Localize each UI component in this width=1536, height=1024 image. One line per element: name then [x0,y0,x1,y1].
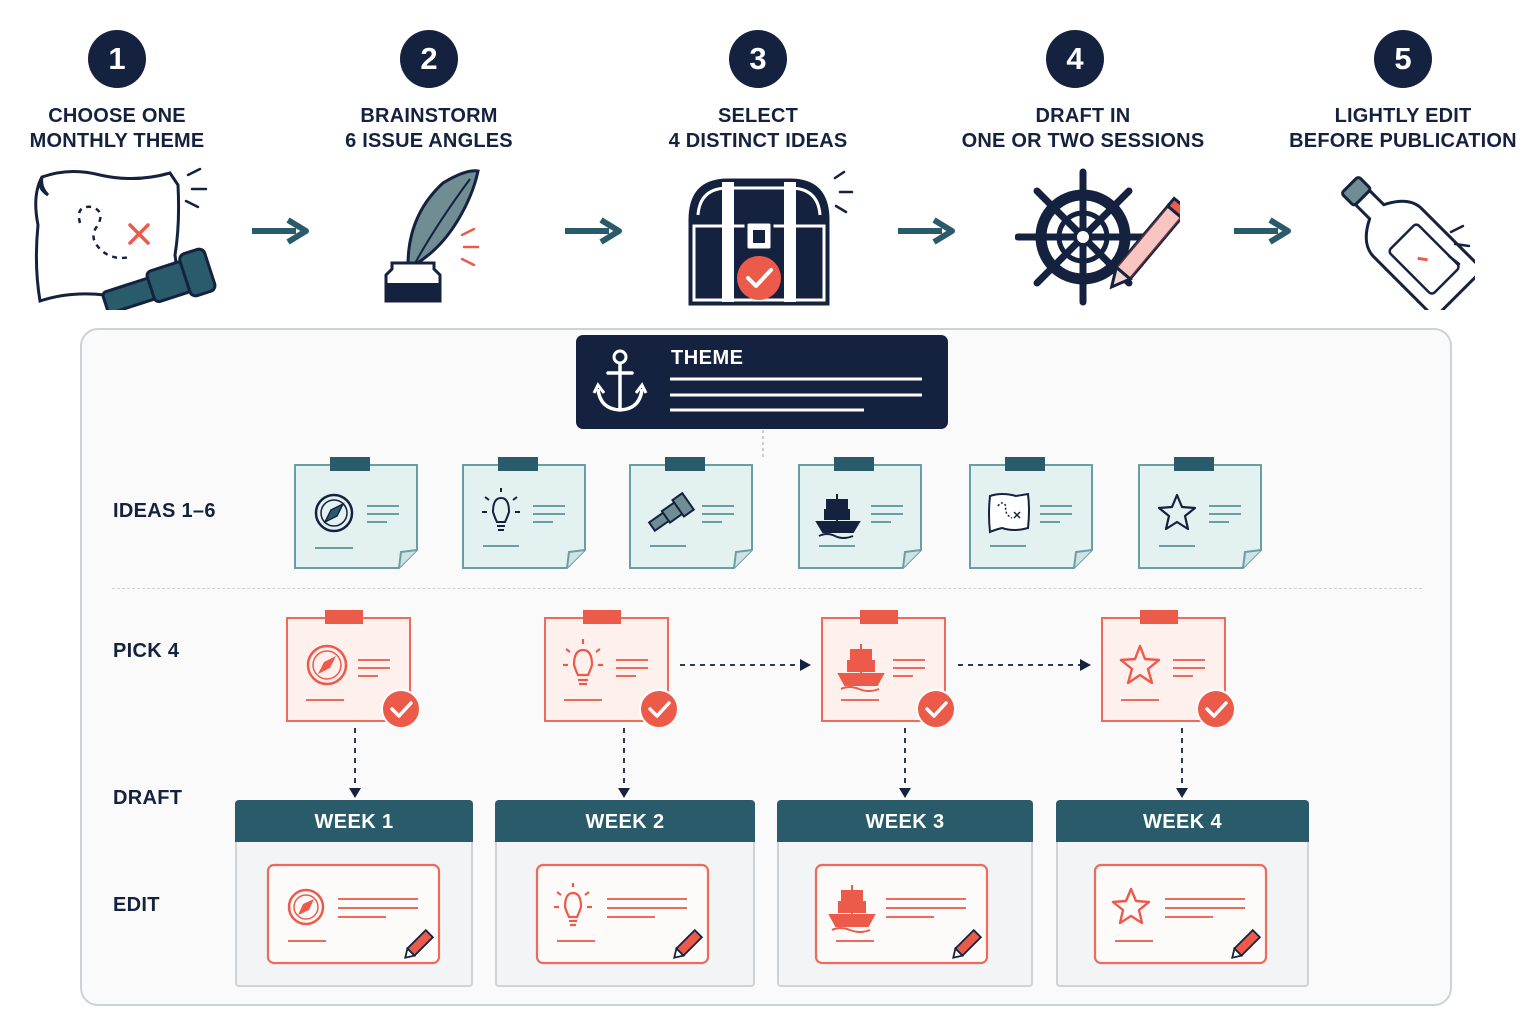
pencil-icon [1231,928,1262,959]
step-label: CHOOSE ONE MONTHLY THEME [0,104,267,154]
edit-card-star [1093,863,1268,965]
step-label: LIGHTLY EDIT BEFORE PUBLICATION [1253,104,1536,154]
edit-card-lightbulb [535,863,710,965]
idea-card-lightbulb [462,457,586,569]
step-1: 1 CHOOSE ONE MONTHLY THEME [0,30,267,154]
idea-card-map [969,457,1093,569]
edit-card-compass [266,863,441,965]
row-label-ideas: IDEAS 1–6 [113,500,216,522]
step-number: 3 [729,30,787,88]
pick-card-lightbulb [544,610,679,729]
ship-icon [837,644,885,692]
treasure-map-icon [34,167,217,310]
week-column-3: WEEK 3 [777,800,1033,987]
week-column-2: WEEK 2 [495,800,755,987]
ship-wheel-pencil-icon [1015,168,1180,306]
arrow-right-icon [252,217,309,245]
step-label: BRAINSTORM 6 ISSUE ANGLES [279,104,579,154]
step-label-line: BRAINSTORM [360,105,498,127]
step-label-line: MONTHLY THEME [29,130,205,152]
idea-card-spyglass [629,457,753,569]
step-number: 2 [400,30,458,88]
step-label-line: CHOOSE ONE [48,105,186,127]
theme-title: THEME [671,347,744,369]
step-label-line: LIGHTLY EDIT [1334,105,1472,127]
section-divider [112,588,1422,589]
arrow-right-icon [898,217,955,245]
step-label-line: BEFORE PUBLICATION [1289,130,1517,152]
lightbulb-icon [563,639,603,686]
check-icon [639,689,679,729]
message-bottle-icon [1341,176,1475,310]
step-label: DRAFT IN ONE OR TWO SESSIONS [933,104,1233,154]
pick-card-star [1101,610,1236,729]
step-number: 4 [1046,30,1104,88]
pick-card-compass [286,610,421,729]
row-label-edit: EDIT [113,894,160,916]
step-label: SELECT 4 DISTINCT IDEAS [608,104,908,154]
step-3: 3 SELECT 4 DISTINCT IDEAS [608,30,908,154]
pencil-icon [673,928,704,959]
arrow-right-icon [1234,217,1291,245]
compass-icon [306,644,348,686]
week-header: WEEK 1 [235,800,473,842]
compass-icon [287,888,325,926]
quill-ink-icon [384,169,480,303]
pencil-icon [952,928,983,959]
treasure-chest-icon [688,170,854,306]
map-icon [988,492,1030,534]
idea-card-star [1138,457,1262,569]
step-4: 4 DRAFT IN ONE OR TWO SESSIONS [933,30,1233,154]
edit-card-ship [814,863,989,965]
week-column-1: WEEK 1 [235,800,473,987]
pencil-icon [404,928,435,959]
lightbulb-icon [482,488,520,531]
week-header: WEEK 2 [495,800,755,842]
week-header: WEEK 4 [1056,800,1309,842]
ship-icon [815,494,861,539]
spyglass-icon [647,491,696,533]
check-icon [381,689,421,729]
week-column-4: WEEK 4 [1056,800,1309,987]
step-number: 5 [1374,30,1432,88]
step-label-line: DRAFT IN [1035,105,1131,127]
row-label-draft: DRAFT [113,787,183,809]
step-label-line: SELECT [717,105,799,127]
idea-card-compass [294,457,418,569]
arrow-right-icon [565,217,622,245]
step-number: 1 [88,30,146,88]
star-icon [1119,644,1161,685]
check-icon [916,689,956,729]
step-5: 5 LIGHTLY EDIT BEFORE PUBLICATION [1253,30,1536,154]
star-icon [1157,493,1197,531]
ship-icon [828,885,876,933]
idea-card-ship [798,457,922,569]
theme-box: THEME [576,335,948,429]
lightbulb-icon [554,883,592,927]
anchor-icon [592,349,648,412]
week-header: WEEK 3 [777,800,1033,842]
step-label-line: 6 ISSUE ANGLES [345,130,513,152]
step-label-line: ONE OR TWO SESSIONS [961,130,1205,152]
theme-text-lines [670,377,922,412]
pick-card-ship [821,610,956,729]
star-icon [1111,887,1151,925]
step-label-line: 4 DISTINCT IDEAS [668,130,848,152]
row-label-pick: PICK 4 [113,640,180,662]
compass-icon [314,493,354,533]
step-2: 2 BRAINSTORM 6 ISSUE ANGLES [279,30,579,154]
check-icon [1196,689,1236,729]
